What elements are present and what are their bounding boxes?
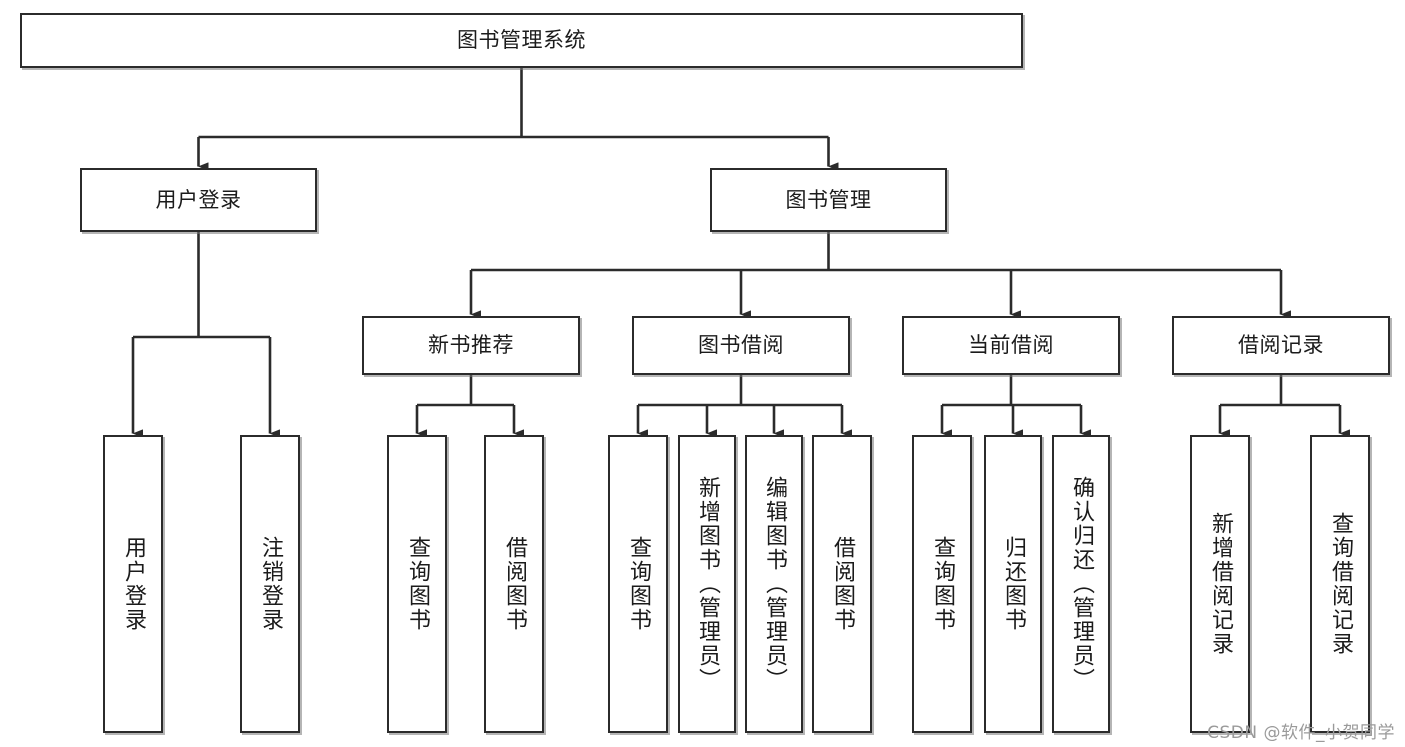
node-leaf-query-record-label: 查询借阅记录 [1327,512,1353,656]
node-leaf-add-book[interactable]: 新增图书（管理员） [678,435,736,733]
node-leaf-query-book-2-label: 查询图书 [625,536,651,632]
node-root[interactable]: 图书管理系统 [20,13,1023,68]
node-leaf-add-record[interactable]: 新增借阅记录 [1190,435,1250,733]
node-borrow-record[interactable]: 借阅记录 [1172,316,1390,375]
watermark-text: CSDN @软件_小贺同学 [1207,723,1395,743]
node-leaf-edit-book-label: 编辑图书（管理员） [761,476,787,692]
node-leaf-logout[interactable]: 注销登录 [240,435,300,733]
node-leaf-query-book-3-label: 查询图书 [929,536,955,632]
node-leaf-query-book-2[interactable]: 查询图书 [608,435,668,733]
node-new-book-recommend-label: 新书推荐 [428,333,514,358]
node-leaf-add-record-label: 新增借阅记录 [1207,512,1233,656]
node-book-manage-label: 图书管理 [785,187,872,212]
node-book-borrow[interactable]: 图书借阅 [632,316,850,375]
node-leaf-confirm-return-label: 确认归还（管理员） [1068,476,1094,692]
node-book-borrow-label: 图书借阅 [698,333,784,358]
node-leaf-user-login[interactable]: 用户登录 [103,435,163,733]
node-leaf-borrow-book-1[interactable]: 借阅图书 [484,435,544,733]
node-leaf-query-book-1-label: 查询图书 [404,536,430,632]
node-current-borrow-label: 当前借阅 [968,333,1054,358]
node-user-login[interactable]: 用户登录 [80,168,317,232]
node-borrow-record-label: 借阅记录 [1238,333,1324,358]
node-leaf-return-book[interactable]: 归还图书 [984,435,1042,733]
node-leaf-query-book-3[interactable]: 查询图书 [912,435,972,733]
node-leaf-logout-label: 注销登录 [257,536,283,632]
node-leaf-borrow-book-2-label: 借阅图书 [829,536,855,632]
node-leaf-query-book-1[interactable]: 查询图书 [387,435,447,733]
node-current-borrow[interactable]: 当前借阅 [902,316,1120,375]
node-leaf-confirm-return[interactable]: 确认归还（管理员） [1052,435,1110,733]
node-leaf-add-book-label: 新增图书（管理员） [694,476,720,692]
node-leaf-query-record[interactable]: 查询借阅记录 [1310,435,1370,733]
node-leaf-borrow-book-2[interactable]: 借阅图书 [812,435,872,733]
node-root-label: 图书管理系统 [457,28,586,53]
node-leaf-return-book-label: 归还图书 [1000,536,1026,632]
node-leaf-borrow-book-1-label: 借阅图书 [501,536,527,632]
node-user-login-label: 用户登录 [155,187,242,212]
node-new-book-recommend[interactable]: 新书推荐 [362,316,580,375]
node-leaf-edit-book[interactable]: 编辑图书（管理员） [745,435,803,733]
node-book-manage[interactable]: 图书管理 [710,168,947,232]
node-leaf-user-login-label: 用户登录 [120,536,146,632]
